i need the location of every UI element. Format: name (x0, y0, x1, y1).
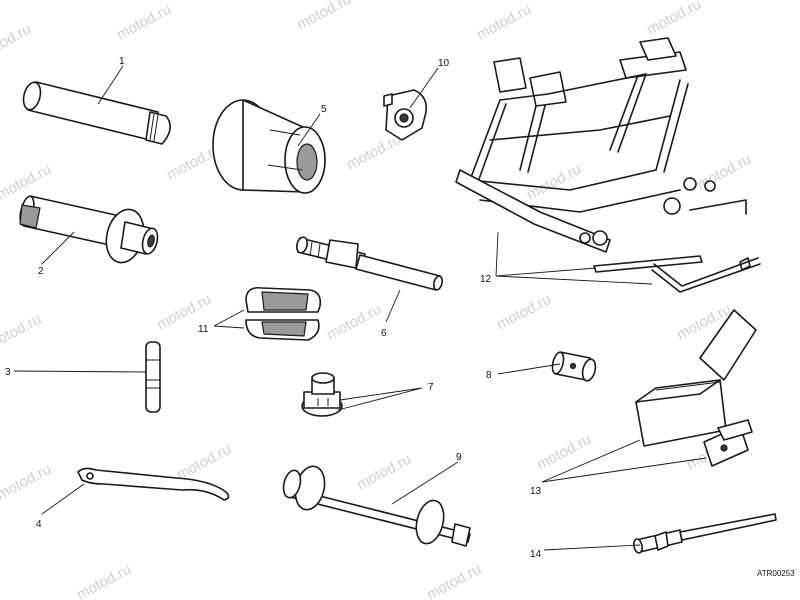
watermark-text: motod.ru (534, 431, 594, 474)
callout-10: 10 (438, 58, 450, 69)
callout-2: 2 (38, 266, 44, 277)
tool-11-split-bushing (245, 286, 322, 341)
callout-14: 14 (530, 549, 542, 560)
watermark-text: motod.ru (114, 1, 174, 44)
tool-9-puller-shaft (282, 465, 471, 547)
watermark-text: motod.ru (0, 311, 44, 354)
callout-4: 4 (36, 519, 42, 530)
tool-12-stand-assembly (455, 37, 761, 293)
callout-12: 12 (480, 274, 492, 285)
watermark-text: motod.ru (344, 131, 404, 174)
watermark-text: motod.ru (0, 461, 54, 504)
watermark-text: motod.ru (74, 561, 134, 600)
leader-lines (13, 65, 707, 551)
watermark-text: motod.ru (324, 301, 384, 344)
tool-7-stepped-fitting (301, 372, 343, 417)
watermark-text: motod.ru (174, 441, 234, 484)
watermark-text: motod.ru (524, 161, 584, 204)
watermark-text: motod.ru (0, 21, 34, 64)
callout-6: 6 (381, 328, 387, 339)
watermark-text: motod.ru (494, 291, 554, 334)
tool-14-rod-with-sleeve (633, 513, 777, 554)
tool-4-hook-spanner (77, 467, 230, 501)
callout-labels: 1 2 3 4 5 6 7 8 9 10 11 12 13 14 (5, 56, 542, 560)
watermark-text: motod.ru (294, 0, 354, 34)
callout-5: 5 (321, 104, 327, 115)
tool-1-long-pin (22, 81, 171, 145)
callout-11: 11 (198, 324, 209, 335)
callout-9: 9 (456, 452, 462, 463)
callout-7: 7 (428, 382, 434, 393)
watermark-text: motod.ru (474, 1, 534, 44)
tool-3-small-pin (145, 341, 161, 413)
callout-3: 3 (5, 367, 11, 378)
tool-2-collar-shaft (19, 195, 159, 264)
tool-10-clamp (383, 89, 428, 141)
watermark-text: motod.ru (424, 561, 484, 600)
callout-8: 8 (486, 370, 492, 381)
callout-1: 1 (119, 56, 125, 67)
callout-13: 13 (530, 486, 542, 497)
tool-5-bell-adapter (212, 99, 326, 194)
watermark-text: motod.ru (644, 0, 704, 39)
watermark-text: motod.ru (354, 451, 414, 494)
tool-6-knurled-rod (295, 236, 444, 291)
watermark-text: motod.ru (694, 151, 754, 194)
tool-8-small-cylinder (551, 351, 597, 382)
tool-13-case-and-puller (635, 309, 757, 467)
reference-code: ATR00253 (757, 569, 795, 578)
